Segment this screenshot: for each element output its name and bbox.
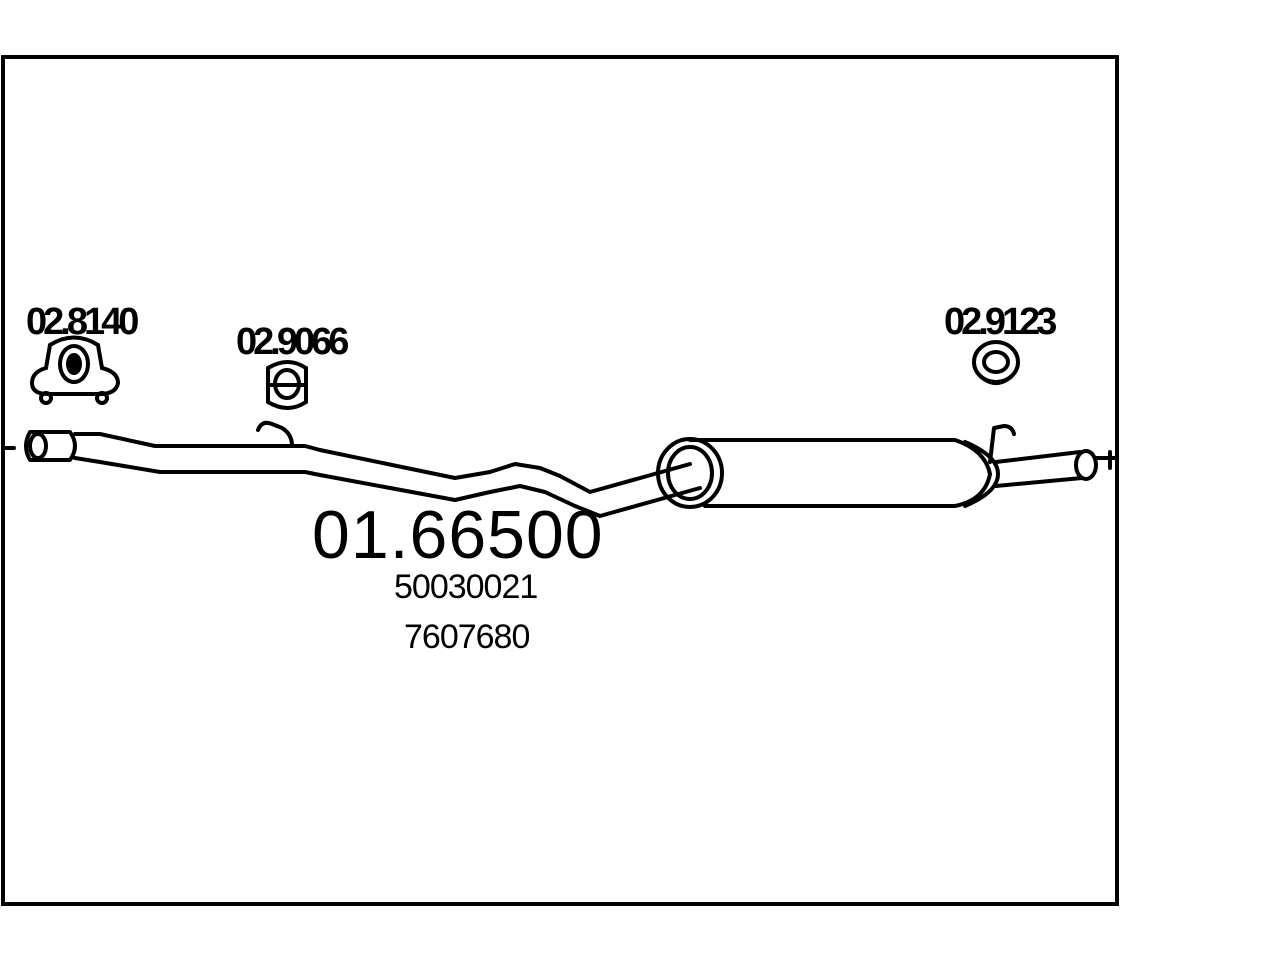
rubber-mount-icon <box>266 360 308 410</box>
muffler-body <box>656 437 1000 509</box>
front-flange <box>24 430 77 462</box>
pipe-hanger-hook-rear <box>988 424 1016 464</box>
pipe-lower-edge <box>73 456 702 518</box>
reference-number: 7607680 <box>404 618 529 656</box>
rubber-ring-icon <box>972 340 1020 385</box>
main-part-number: 01.66500 <box>312 497 604 573</box>
pipe-hanger-hook-front <box>256 420 294 448</box>
exhaust-pipe-assembly <box>1 420 1119 518</box>
component-label: 02.8140 <box>26 301 138 343</box>
reference-number: 50030021 <box>394 568 537 606</box>
component-label: 02.9123 <box>944 301 1056 343</box>
component-label: 02.9066 <box>236 321 348 363</box>
diagram-frame <box>1 55 1119 906</box>
exhaust-clamp-icon <box>29 335 121 405</box>
tail-pipe <box>994 449 1119 488</box>
pipe-upper-edge <box>73 432 692 494</box>
